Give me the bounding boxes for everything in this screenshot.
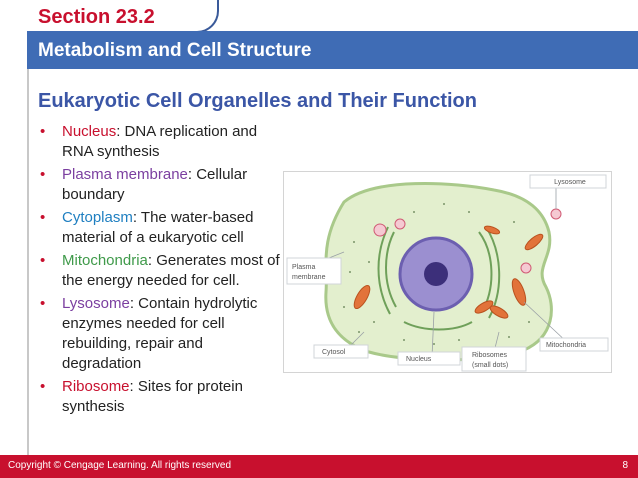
bullet-dot: • [40, 209, 46, 226]
bullet-item: • Nucleus: DNA replication and RNA synthe… [40, 122, 280, 162]
bullet-term: Cytoplasm [62, 209, 133, 226]
bullet-term: Ribosome [62, 378, 130, 395]
bullet-term: Plasma membrane [62, 166, 188, 183]
bullet-item: • Ribosome: Sites for protein synthesis [40, 377, 280, 417]
bullet-dot: • [40, 378, 46, 395]
bullet-term: Nucleus [62, 123, 117, 140]
header-bar: Metabolism and Cell Structure [27, 31, 638, 69]
bullet-dot: • [40, 252, 46, 269]
bullet-text: : Contain hydrolytic enzymes needed for … [62, 295, 258, 372]
bullet-item: • Plasma membrane: Cellular boundary [40, 165, 280, 205]
label-plasma-membrane-1: Plasma [292, 264, 315, 271]
page-number: 8 [622, 460, 628, 471]
bullet-term: Lysosome [62, 295, 130, 312]
label-ribosomes-2: (small dots) [472, 362, 508, 369]
footer-bar: Copyright © Cengage Learning. All rights… [0, 455, 638, 478]
label-mitochondria: Mitochondria [546, 342, 586, 349]
cell-illustration: Lysosome Plasma membrane Cytosol Nucleus… [286, 174, 609, 372]
slide-title: Eukaryotic Cell Organelles and Their Fun… [38, 90, 477, 112]
bullet-item: • Mitochondria: Generates most of the ene… [40, 251, 280, 291]
bullet-item: • Cytoplasm: The water-based material of … [40, 208, 280, 248]
cell-diagram: Lysosome Plasma membrane Cytosol Nucleus… [283, 171, 612, 373]
label-ribosomes-1: Ribosomes [472, 352, 508, 359]
bullet-dot: • [40, 166, 46, 183]
bullet-text: : DNA replication and RNA synthesis [62, 123, 258, 160]
mitochondria-icons [353, 225, 544, 319]
bullet-text: : Generates most of the energy needed fo… [62, 252, 280, 289]
bullet-term: Mitochondria [62, 252, 148, 269]
bullet-text: : The water-based material of a eukaryot… [62, 209, 254, 246]
nucleolus-icon [424, 262, 448, 286]
lysosome-icons [373, 208, 562, 274]
footer-copyright: Copyright © Cengage Learning. All rights… [8, 460, 232, 471]
label-plasma-membrane-2: membrane [292, 274, 326, 281]
ribosome-dots [343, 203, 530, 345]
bullet-list: • Nucleus: DNA replication and RNA synthe… [40, 122, 280, 420]
bullet-text: : Sites for protein synthesis [62, 378, 243, 415]
label-lysosome: Lysosome [554, 179, 586, 186]
section-tab [27, 0, 219, 33]
bullet-dot: • [40, 295, 46, 312]
bullet-text: : Cellular boundary [62, 166, 248, 203]
left-rule [27, 0, 29, 455]
bullet-item: • Lysosome: Contain hydrolytic enzymes ne… [40, 294, 280, 374]
header-title: Metabolism and Cell Structure [38, 40, 312, 61]
label-cytosol: Cytosol [322, 349, 346, 356]
bullet-dot: • [40, 123, 46, 140]
section-label: Section 23.2 [38, 6, 155, 28]
label-nucleus: Nucleus [406, 356, 432, 363]
